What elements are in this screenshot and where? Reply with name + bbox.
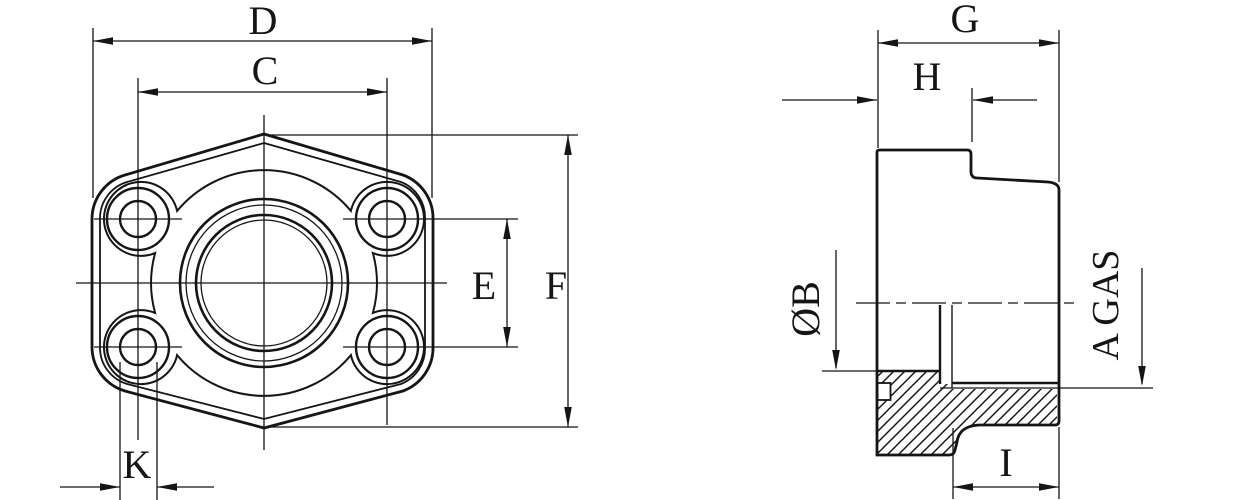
bore-and-thread-lines xyxy=(877,305,1058,389)
dim-label-d: D xyxy=(248,0,278,43)
dim-label-thread-size: A GAS xyxy=(1085,249,1127,361)
dim-c xyxy=(138,88,387,96)
dim-label-c: C xyxy=(251,48,279,93)
dim-label-h: H xyxy=(912,54,942,99)
side-body-outline xyxy=(875,148,1061,457)
raised-face-contour xyxy=(103,169,425,397)
dim-thread xyxy=(1059,268,1153,389)
dim-label-g: G xyxy=(950,0,980,41)
side-view xyxy=(782,30,1153,499)
dim-label-f: F xyxy=(544,263,568,308)
dim-e xyxy=(503,219,511,347)
dim-label-k: K xyxy=(122,442,152,487)
dim-d xyxy=(92,28,433,198)
section-hatch xyxy=(878,372,1057,454)
front-view-centerlines xyxy=(76,78,518,450)
front-view xyxy=(60,28,578,500)
dim-label-e: E xyxy=(471,263,497,308)
dim-bore xyxy=(822,250,877,372)
dim-k xyxy=(60,362,214,500)
dim-label-i: I xyxy=(999,440,1013,485)
dim-label-bore-diameter: ØB xyxy=(783,281,828,337)
dim-i xyxy=(952,427,1060,499)
oring-groove xyxy=(876,382,892,401)
dim-h xyxy=(782,88,1037,142)
dim-f xyxy=(270,134,578,428)
dim-g xyxy=(877,30,1060,182)
